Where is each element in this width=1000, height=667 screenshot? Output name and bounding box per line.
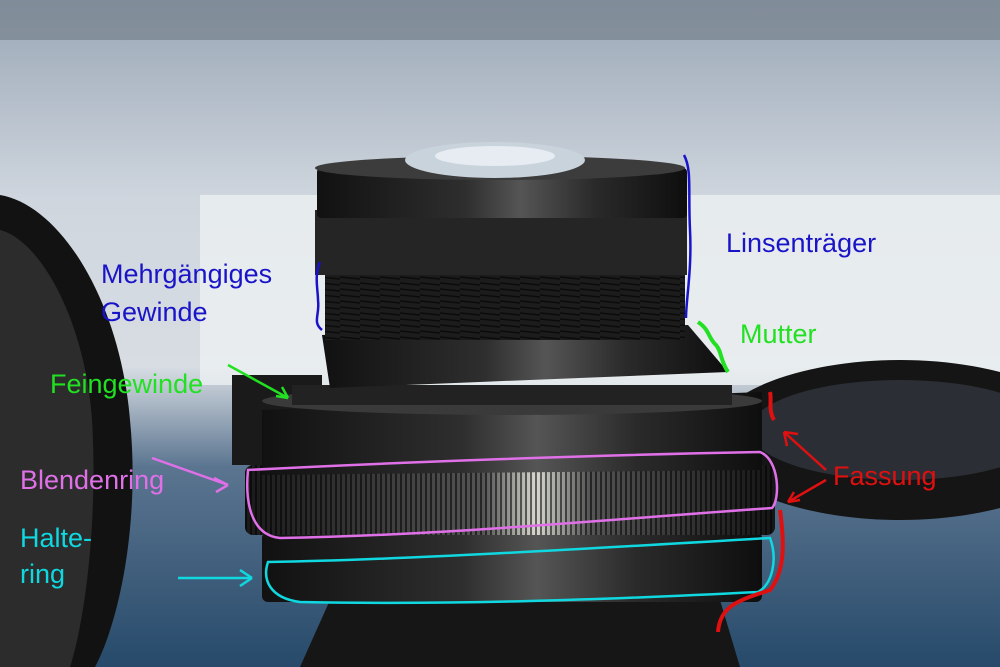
- label-blendenring: Blendenring: [20, 465, 165, 495]
- label-linsentraeger: Linsenträger: [726, 228, 877, 258]
- label-fassung: Fassung: [833, 461, 937, 491]
- label-mehrgaengiges-line2: Gewinde: [101, 297, 208, 327]
- label-mehrgaengiges-line1: Mehrgängiges: [101, 259, 273, 289]
- label-haltering-line1: Halte-: [20, 523, 93, 553]
- label-feingewinde: Feingewinde: [50, 369, 204, 399]
- label-mutter: Mutter: [740, 319, 817, 349]
- label-haltering-line2: ring: [20, 559, 66, 589]
